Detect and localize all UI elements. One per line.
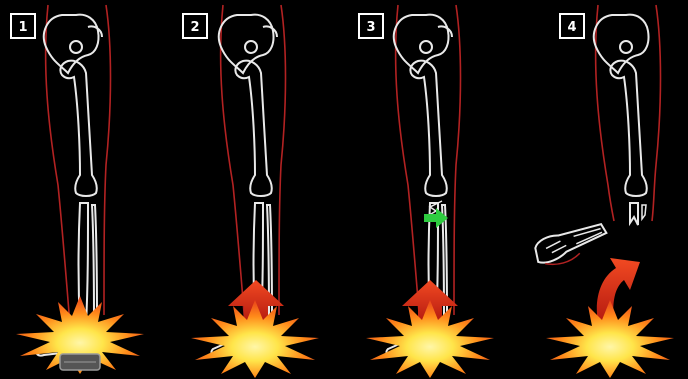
panel-4-number: 4 [567,20,576,35]
panel-1-number: 1 [18,20,27,35]
panel-3-number: 3 [366,20,375,35]
panel-2-number: 2 [190,20,199,35]
